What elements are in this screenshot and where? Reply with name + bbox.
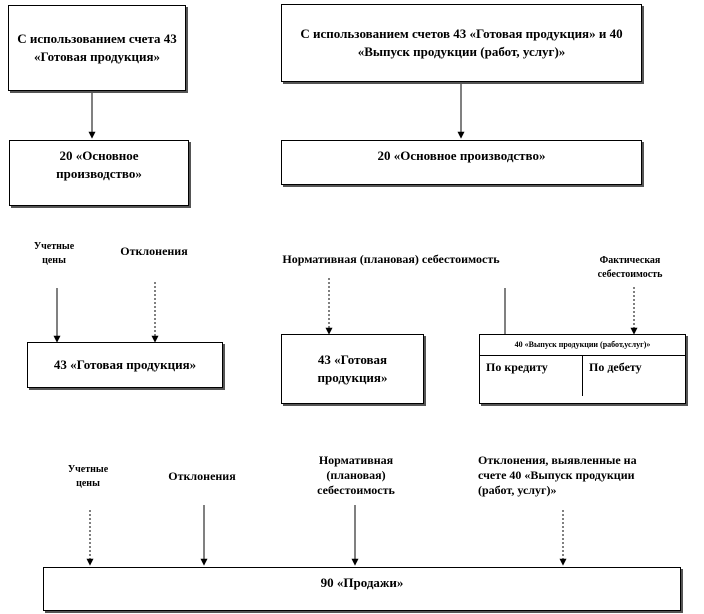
label-deviations-row3: Отклонения bbox=[168, 469, 236, 483]
label-normative-cost-row2: Нормативная (плановая) себестоимость bbox=[282, 252, 500, 266]
finished-goods-box-left: 43 «Готовая продукция» bbox=[27, 342, 223, 388]
label-accounting-prices-row3: Учетные цены bbox=[67, 464, 109, 489]
production-box-left: 20 «Основное производство» bbox=[9, 140, 189, 206]
output-account-table: 40 «Выпуск продукции (работ,услуг)» По к… bbox=[479, 334, 686, 404]
output-debit-cell: По дебету bbox=[582, 356, 685, 396]
sales-box: 90 «Продажи» bbox=[43, 567, 681, 611]
production-box-left-text: 20 «Основное производство» bbox=[56, 148, 142, 181]
sales-box-text: 90 «Продажи» bbox=[320, 575, 404, 590]
output-credit-cell: По кредиту bbox=[486, 360, 548, 374]
top-left-box: С использованием счета 43 «Готовая проду… bbox=[8, 5, 186, 91]
production-box-right-text: 20 «Основное производство» bbox=[377, 148, 546, 163]
label-deviations-row2: Отклонения bbox=[120, 244, 188, 258]
label-normative-cost-row3: Нормативная (плановая) себестоимость bbox=[317, 453, 395, 497]
top-right-box: С использованием счетов 43 «Готовая прод… bbox=[281, 4, 642, 82]
top-left-box-text: С использованием счета 43 «Готовая проду… bbox=[17, 31, 177, 64]
top-right-box-text: С использованием счетов 43 «Готовая прод… bbox=[300, 26, 623, 59]
label-accounting-prices-row2: Учетные цены bbox=[33, 241, 75, 266]
output-account-header: 40 «Выпуск продукции (работ,услуг)» bbox=[480, 335, 685, 356]
finished-goods-box-left-text: 43 «Готовая продукция» bbox=[53, 357, 197, 372]
finished-goods-box-right: 43 «Готовая продукция» bbox=[281, 334, 424, 404]
production-box-right: 20 «Основное производство» bbox=[281, 140, 642, 185]
finished-goods-box-right-text: 43 «Готовая продукция» bbox=[317, 352, 388, 385]
label-deviations40-row3: Отклонения, выявленные на счете 40 «Выпу… bbox=[478, 453, 637, 497]
label-actual-cost-row2: Фактическая себестоимость bbox=[597, 255, 663, 280]
